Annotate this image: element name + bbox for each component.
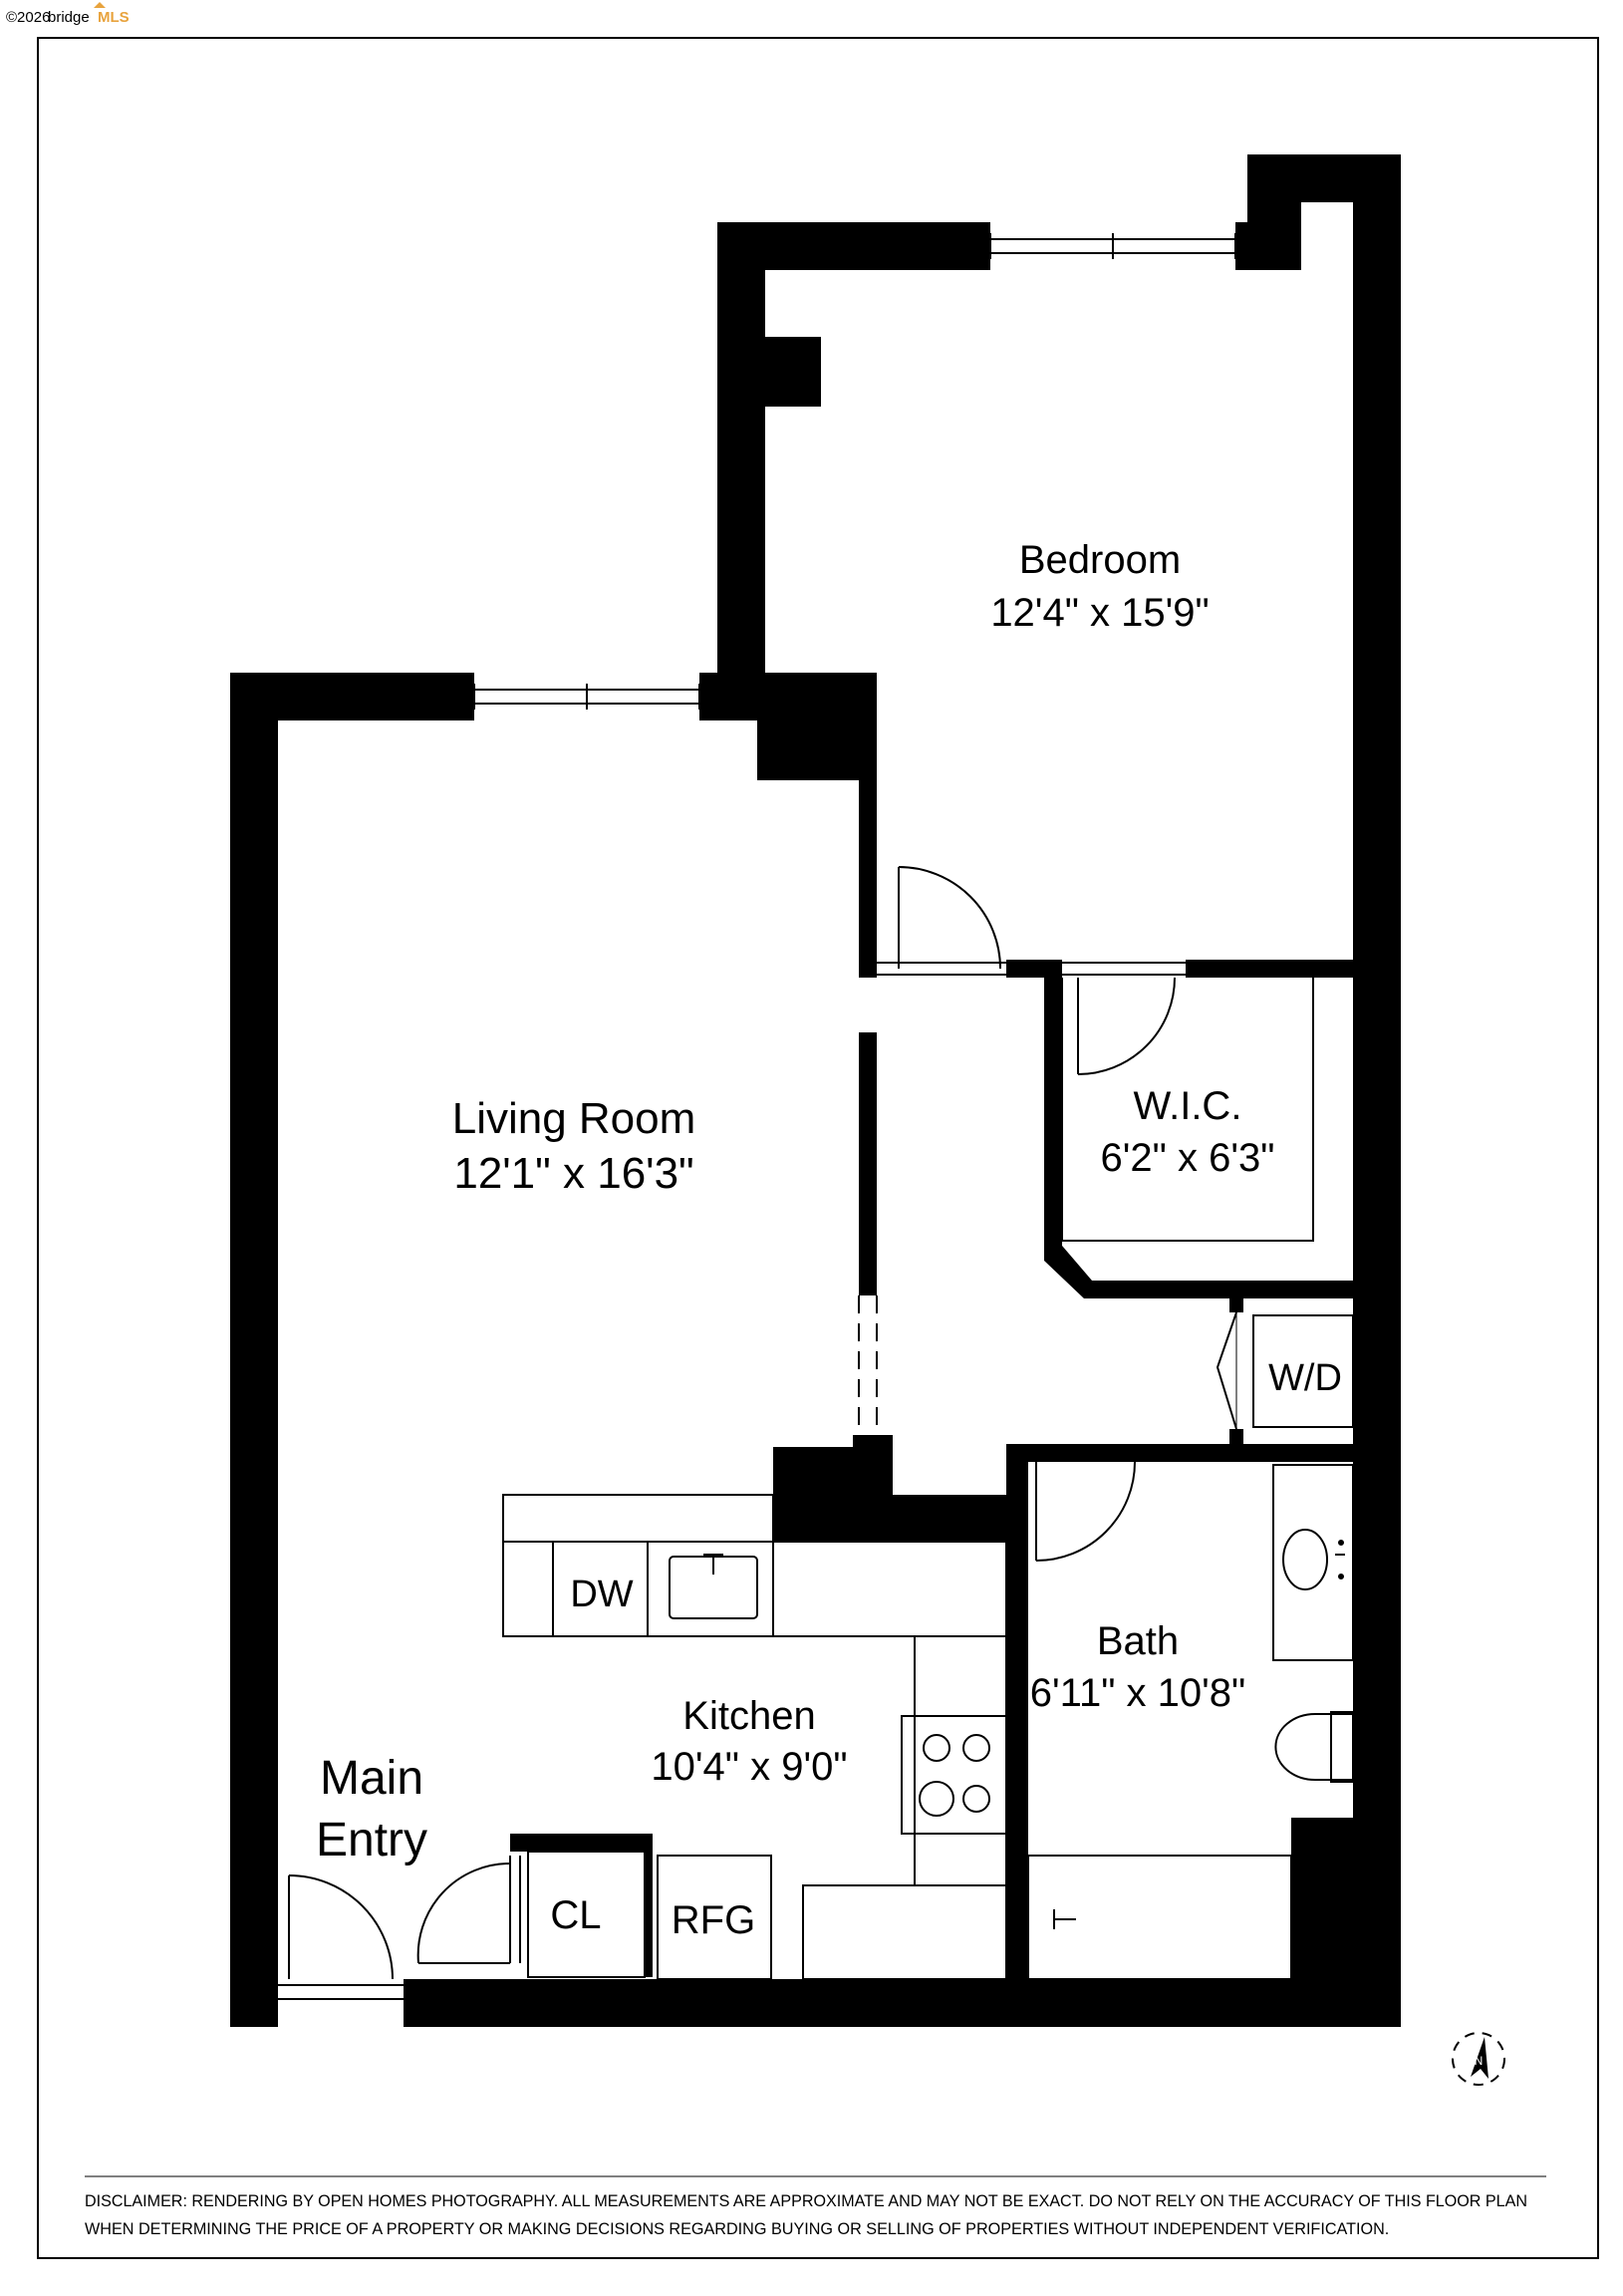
wall-kitchen-block-top bbox=[853, 1435, 893, 1495]
wall-bedroom-bottom-left bbox=[859, 960, 877, 978]
closet bbox=[527, 1851, 646, 1978]
toilet bbox=[1274, 1713, 1353, 1781]
bath-vanity bbox=[1272, 1464, 1354, 1661]
washer-dryer-label: W/D bbox=[1268, 1357, 1342, 1399]
refrigerator-label: RFG bbox=[672, 1898, 755, 1942]
bedroom-size: 12'4" x 15'9" bbox=[990, 591, 1209, 635]
bridge-mls-watermark: ©2026 bridge MLS bbox=[6, 2, 130, 26]
wall-central-pillar bbox=[757, 673, 877, 780]
watermark-copyright: ©2026 bbox=[6, 9, 50, 26]
dishwasher-label: DW bbox=[570, 1574, 633, 1615]
wall-bath-left bbox=[1006, 1444, 1028, 2027]
wall-bottom-exterior bbox=[404, 1979, 1401, 2027]
wall-living-top bbox=[230, 673, 474, 720]
burner-icon bbox=[962, 1734, 990, 1762]
fixtures bbox=[502, 1314, 1354, 1980]
wall-kitchen-block-right bbox=[893, 1495, 1006, 1542]
door-laundry bbox=[1216, 1311, 1237, 1430]
wall-laundry-jamb-top bbox=[1229, 1298, 1243, 1312]
door-wic bbox=[1062, 962, 1186, 1075]
kitchen-name: Kitchen bbox=[682, 1694, 815, 1738]
watermark-logo-icon bbox=[94, 2, 106, 8]
disclaimer-line-1: DISCLAIMER: RENDERING BY OPEN HOMES PHOT… bbox=[85, 2192, 1527, 2210]
burner-icon bbox=[919, 1781, 954, 1817]
wic-name: W.I.C. bbox=[1134, 1084, 1242, 1128]
window-living bbox=[473, 684, 700, 710]
wall-hall-vertical-lower bbox=[859, 1032, 877, 1295]
wall-bath-top bbox=[1006, 1444, 1401, 1462]
living-room-size: 12'1" x 16'3" bbox=[453, 1149, 693, 1198]
bath-sink bbox=[1282, 1529, 1328, 1590]
door-closet bbox=[416, 1856, 521, 1964]
refrigerator bbox=[657, 1855, 772, 1980]
wall-bedroom-top bbox=[717, 222, 990, 270]
kitchen-counter-right bbox=[914, 1635, 1007, 1886]
wall-laundry-jamb-bottom bbox=[1229, 1429, 1243, 1444]
windows bbox=[473, 233, 1236, 710]
main-entry-line1: Main bbox=[320, 1752, 423, 1805]
wall-bedroom-bottom-right bbox=[1186, 960, 1401, 978]
kitchen-counter bbox=[502, 1494, 774, 1543]
wall-closet-divider bbox=[645, 1834, 653, 1977]
wall-wic-bottom bbox=[1044, 1246, 1353, 1298]
wall-closet-top bbox=[510, 1834, 653, 1852]
burner-icon bbox=[962, 1785, 990, 1813]
bath-name: Bath bbox=[1097, 1619, 1179, 1663]
closet-label: CL bbox=[550, 1893, 601, 1937]
door-bedroom bbox=[877, 866, 1006, 976]
wic-size: 6'2" x 6'3" bbox=[1101, 1136, 1275, 1180]
walls bbox=[230, 154, 1401, 2027]
door-main-entry bbox=[278, 1874, 404, 2000]
kitchen-counter-bottom bbox=[802, 1884, 1007, 1980]
room-labels: Bedroom 12'4" x 15'9" Living Room 12'1" … bbox=[316, 538, 1342, 1942]
living-room-name: Living Room bbox=[452, 1094, 696, 1143]
kitchen-size: 10'4" x 9'0" bbox=[651, 1745, 847, 1789]
hall-opening bbox=[858, 1295, 878, 1435]
door-bath bbox=[1028, 1446, 1146, 1562]
washer-dryer bbox=[1252, 1314, 1354, 1428]
disclaimer-line-2: WHEN DETERMINING THE PRICE OF A PROPERTY… bbox=[85, 2220, 1389, 2238]
wic-shelf-outline bbox=[1061, 978, 1314, 1242]
bathtub bbox=[1027, 1855, 1292, 1980]
wall-living-left bbox=[230, 673, 278, 2027]
wall-bedroom-pillar bbox=[765, 337, 821, 407]
window-bedroom bbox=[989, 233, 1236, 259]
kitchen-counter-lower bbox=[502, 1541, 1007, 1637]
wall-bedroom-left bbox=[717, 222, 765, 720]
range bbox=[901, 1715, 1007, 1835]
bath-size: 6'11" x 10'8" bbox=[1030, 1671, 1245, 1715]
main-entry-line2: Entry bbox=[316, 1814, 427, 1866]
watermark-brand: bridge bbox=[48, 9, 90, 26]
bedroom-name: Bedroom bbox=[1019, 538, 1181, 582]
watermark-mls: MLS bbox=[98, 9, 130, 26]
burner-icon bbox=[923, 1734, 950, 1762]
compass-icon: N bbox=[1452, 2032, 1505, 2086]
compass-label: N bbox=[1475, 2054, 1484, 2068]
wall-right-exterior-top bbox=[1353, 154, 1401, 2026]
page-border bbox=[37, 37, 1599, 2259]
wall-hall-vertical bbox=[859, 673, 877, 969]
doors bbox=[278, 866, 1314, 2000]
wall-bottom-left-stub bbox=[230, 1979, 278, 2027]
wall-wic-left bbox=[1044, 960, 1062, 1259]
